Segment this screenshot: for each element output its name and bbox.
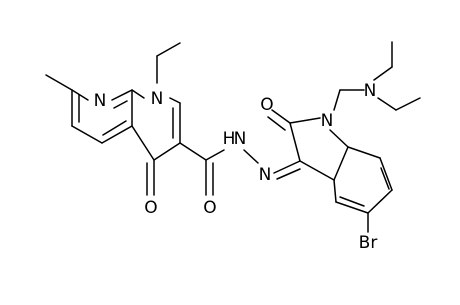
atom-label-n-imine: N xyxy=(259,165,272,185)
atom-label-h: H xyxy=(223,129,236,149)
atom-label-o-lactam: O xyxy=(260,95,273,115)
atom-label-o-ketone: O xyxy=(144,198,157,218)
naphthyridinone-bonds xyxy=(45,42,181,196)
atom-label-n-indole: N xyxy=(321,111,334,131)
atom-label-br: Br xyxy=(359,233,378,253)
atom-label-o-amide: O xyxy=(203,198,216,218)
atom-label-n-diethyl: N xyxy=(364,81,377,101)
atom-label-n-ring: N xyxy=(94,91,107,111)
atom-label-n-ethyl: N xyxy=(151,89,164,109)
oxindole-bonds xyxy=(267,41,421,233)
atom-label-nh-n: N xyxy=(234,129,247,149)
hydrazide-bonds xyxy=(179,142,301,196)
